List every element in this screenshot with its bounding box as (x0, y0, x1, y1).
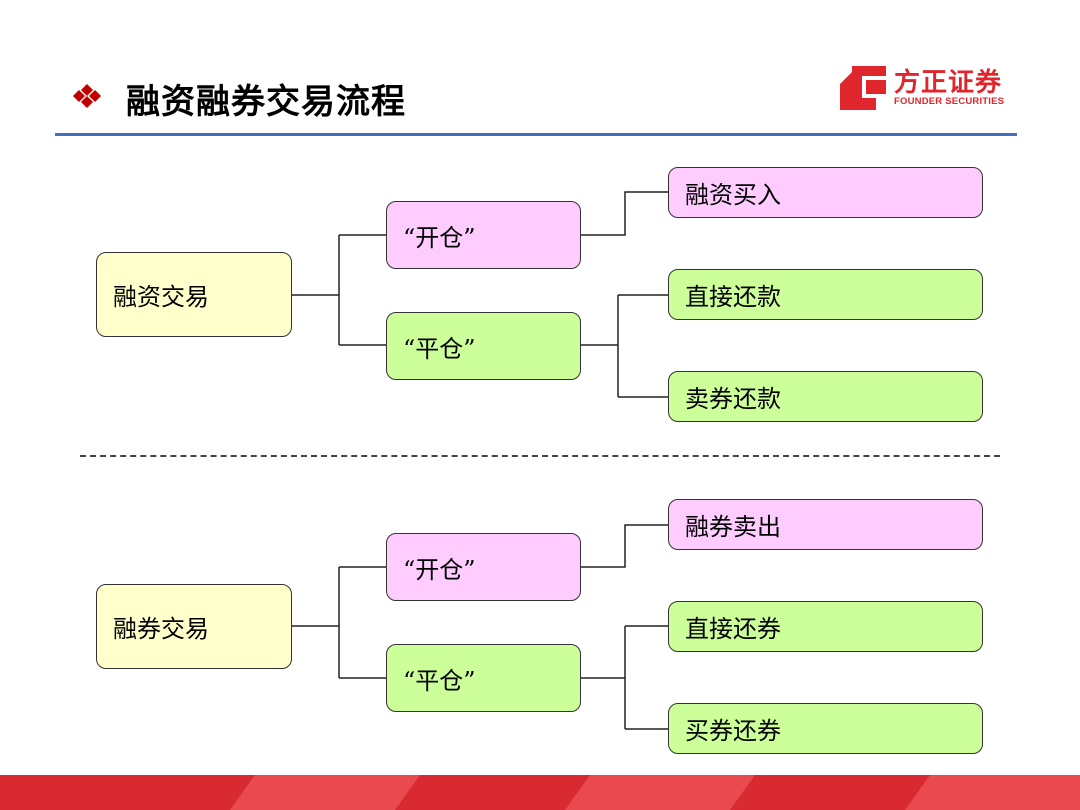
buy-to-return-node: 买券还券 (668, 703, 983, 754)
direct-return-securities-node: 直接还券 (668, 601, 983, 652)
diamond-bullet-icon (73, 84, 101, 108)
founder-securities-logo: 方正证券 FOUNDER SECURITIES (838, 62, 1028, 112)
securities-lending-root: 融券交易 (96, 584, 292, 669)
direct-repay-node: 直接还款 (668, 269, 983, 320)
sell-to-repay-node: 卖券还款 (668, 371, 983, 422)
short-sell-node: 融券卖出 (668, 499, 983, 550)
logo-text-cn: 方正证券 (894, 68, 1003, 98)
section-divider (80, 455, 1000, 457)
open-position-node: “开仓” (386, 533, 581, 601)
close-position-node: “平仓” (386, 312, 581, 380)
page-title: 融资融券交易流程 (126, 82, 406, 122)
logo-mark-icon (840, 66, 886, 110)
open-position-node: “开仓” (386, 201, 581, 269)
footer-band (0, 775, 1080, 810)
financing-buy-node: 融资买入 (668, 167, 983, 218)
logo-text-en: FOUNDER SECURITIES (894, 96, 1005, 107)
margin-financing-root: 融资交易 (96, 252, 292, 337)
header-rule (55, 133, 1017, 136)
close-position-node: “平仓” (386, 644, 581, 712)
